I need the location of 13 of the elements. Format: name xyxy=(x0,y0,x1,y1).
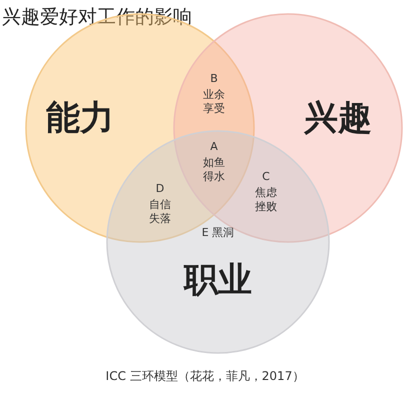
circle-label: 兴趣 xyxy=(304,97,372,140)
region-letter: D xyxy=(154,182,166,196)
region-label: 业余享受 xyxy=(202,88,226,116)
region-label: E 黑洞 xyxy=(200,226,236,240)
region-letter: C xyxy=(261,170,271,184)
region-label: 如鱼得水 xyxy=(202,156,226,184)
region-label: 焦虑挫败 xyxy=(254,186,278,214)
circle-label: 能力 xyxy=(46,97,114,140)
circle-label: 职业 xyxy=(184,259,252,302)
region-letter: A xyxy=(209,140,219,154)
region-label: 自信失落 xyxy=(148,198,172,226)
caption: ICC 三环模型（花花，菲凡，2017） xyxy=(104,368,306,385)
region-letter: B xyxy=(209,72,219,86)
